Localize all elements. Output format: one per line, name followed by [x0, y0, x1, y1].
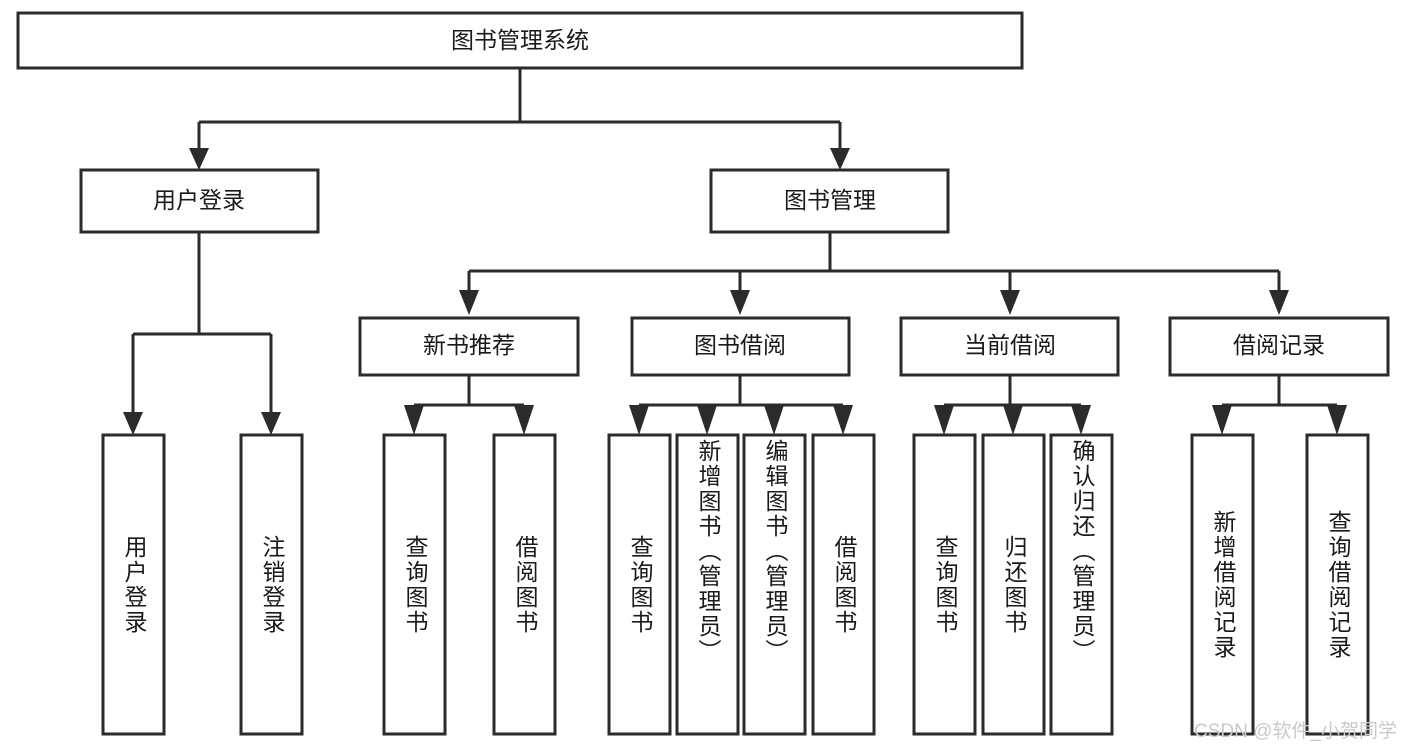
- leaf-query-book-2-label: 查询图书: [627, 534, 653, 635]
- node-user-login-label: 用户登录: [153, 187, 245, 213]
- node-root-label: 图书管理系统: [451, 27, 589, 53]
- leaf-borrow-book-1[interactable]: 借阅图书: [494, 435, 555, 734]
- node-borrow-record[interactable]: 借阅记录: [1168, 316, 1390, 377]
- leaf-add-book[interactable]: 新增图书（管理员）: [677, 435, 738, 734]
- connector-userlogin-to-leaves: [123, 232, 281, 435]
- leaf-box-query-book-2: [607, 433, 672, 736]
- leaf-box-add-record: [1190, 433, 1255, 736]
- leaf-box-confirm-return: [1049, 433, 1114, 736]
- csdn-watermark: CSDN @软件_小贺同学: [1194, 721, 1397, 742]
- leaf-edit-book[interactable]: 编辑图书（管理员）: [744, 435, 805, 734]
- connector-root-to-level2: [189, 68, 850, 170]
- leaf-logout[interactable]: 注销登录: [241, 435, 302, 734]
- leaf-box-user-login: [101, 433, 166, 736]
- connector-bookborrow-to-leaves: [629, 375, 853, 435]
- leaf-box-query-record: [1305, 433, 1370, 736]
- leaf-box-query-book-3: [912, 433, 977, 736]
- leaf-borrow-book-1-label: 借阅图书: [512, 534, 538, 635]
- leaf-query-book-2[interactable]: 查询图书: [609, 435, 670, 734]
- leaf-query-book-1[interactable]: 查询图书: [384, 435, 445, 734]
- leaf-add-record-label: 新增借阅记录: [1210, 509, 1236, 660]
- leaf-return-book-label: 归还图书: [1001, 534, 1027, 635]
- leaf-return-book[interactable]: 归还图书: [983, 435, 1044, 734]
- node-current-borrow[interactable]: 当前借阅: [899, 316, 1120, 377]
- leaf-user-login-label: 用户登录: [121, 534, 147, 635]
- leaf-query-record[interactable]: 查询借阅记录: [1307, 435, 1368, 734]
- leaf-confirm-return[interactable]: 确认归还（管理员）: [1051, 435, 1112, 734]
- leaf-add-record[interactable]: 新增借阅记录: [1192, 435, 1253, 734]
- connector-bookmanage-to-level3: [459, 232, 1289, 315]
- leaf-box-borrow-book-2: [811, 433, 876, 736]
- leaf-logout-label: 注销登录: [259, 534, 285, 635]
- node-book-manage-label: 图书管理: [784, 187, 876, 213]
- leaf-edit-book-label: 编辑图书（管理员）: [762, 439, 788, 664]
- leaf-query-book-3[interactable]: 查询图书: [914, 435, 975, 734]
- leaf-borrow-book-2[interactable]: 借阅图书: [813, 435, 874, 734]
- node-book-manage[interactable]: 图书管理: [709, 168, 950, 234]
- leaf-box-add-book: [675, 433, 740, 736]
- connector-currentborrow-to-leaves: [934, 375, 1091, 435]
- leaf-box-query-book-1: [382, 433, 447, 736]
- leaf-query-book-3-label: 查询图书: [932, 534, 958, 635]
- node-root[interactable]: 图书管理系统: [16, 11, 1024, 70]
- connector-newbook-to-leaves: [404, 375, 534, 435]
- leaf-box-edit-book: [742, 433, 807, 736]
- leaf-query-record-label: 查询借阅记录: [1325, 509, 1351, 660]
- node-new-book-rec-label: 新书推荐: [423, 332, 515, 358]
- connector-borrowrecord-to-leaves: [1212, 375, 1347, 435]
- node-book-borrow-label: 图书借阅: [694, 332, 786, 358]
- node-book-borrow[interactable]: 图书借阅: [630, 316, 851, 377]
- leaf-user-login[interactable]: 用户登录: [103, 435, 164, 734]
- leaf-add-book-label: 新增图书（管理员）: [695, 439, 721, 664]
- leaf-box-return-book: [981, 433, 1046, 736]
- leaf-box-borrow-book-1: [492, 433, 557, 736]
- leaf-borrow-book-2-label: 借阅图书: [831, 534, 857, 635]
- leaf-box-logout: [239, 433, 304, 736]
- node-user-login[interactable]: 用户登录: [79, 168, 320, 234]
- node-new-book-rec[interactable]: 新书推荐: [358, 316, 580, 377]
- leaf-confirm-return-label: 确认归还（管理员）: [1069, 439, 1095, 664]
- leaf-query-book-1-label: 查询图书: [402, 534, 428, 635]
- leaf-boxes: [101, 433, 1370, 736]
- node-current-borrow-label: 当前借阅: [964, 332, 1056, 358]
- node-borrow-record-label: 借阅记录: [1233, 332, 1325, 358]
